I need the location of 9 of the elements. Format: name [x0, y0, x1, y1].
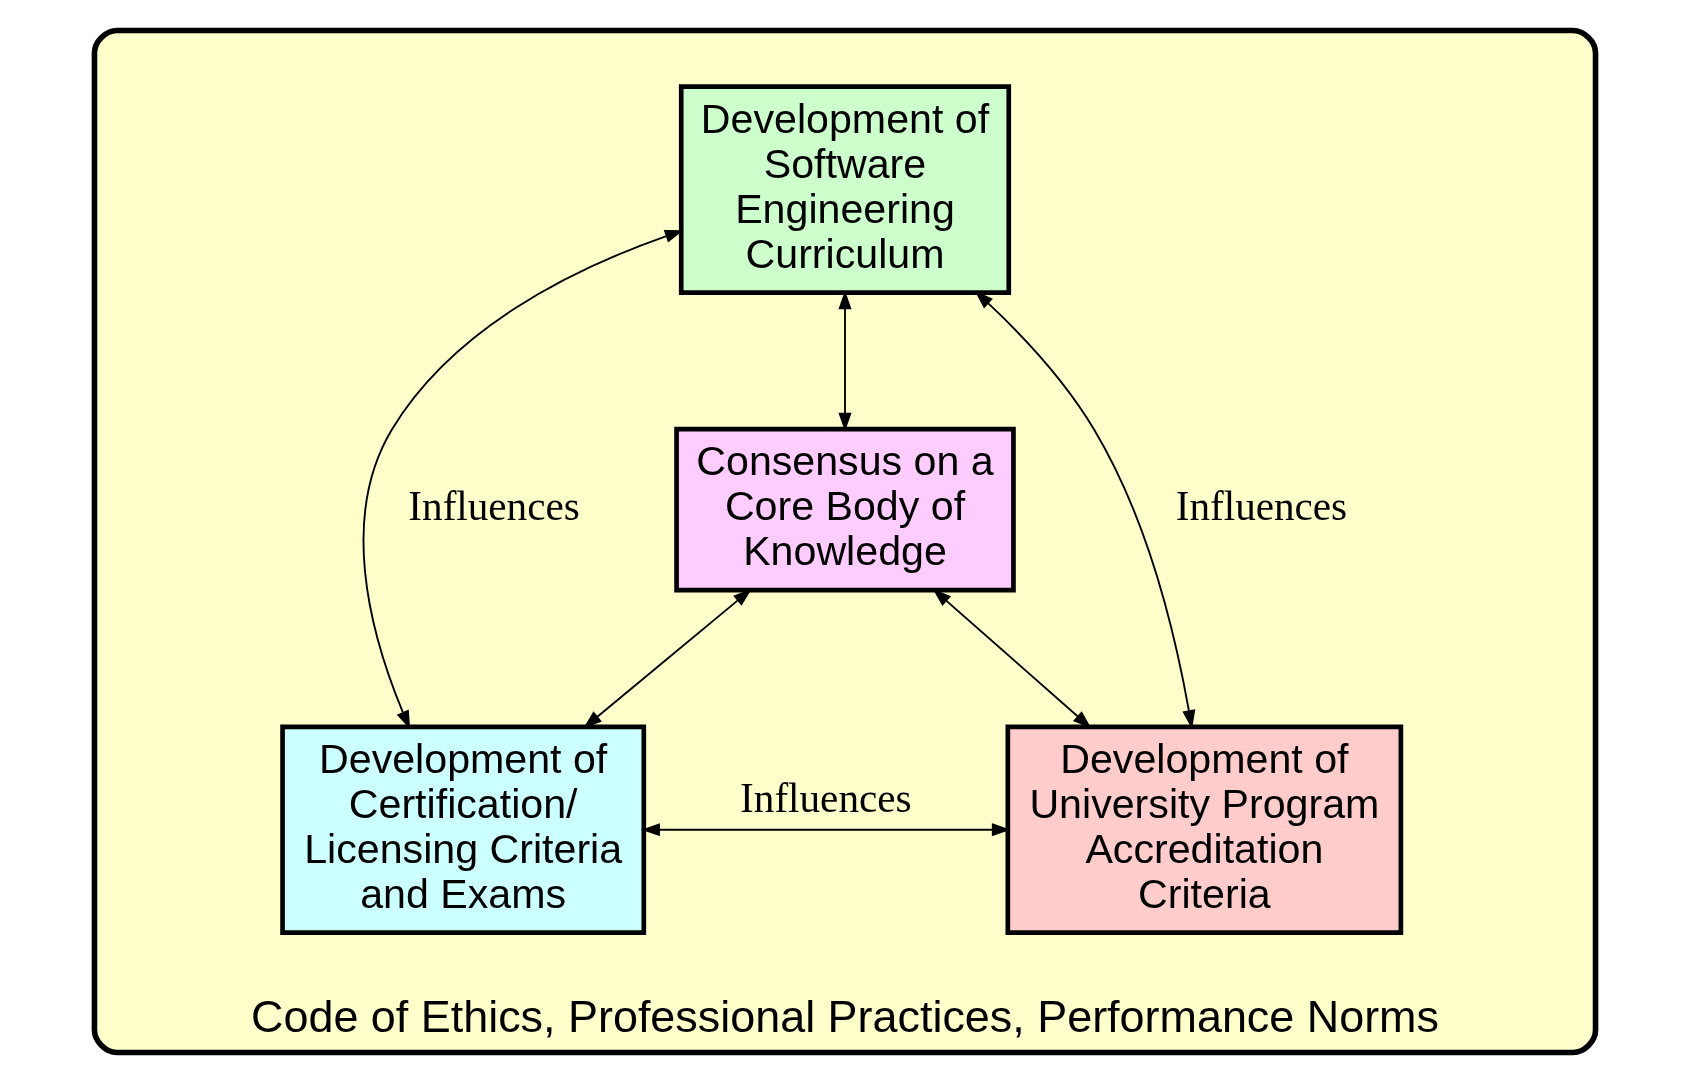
- node-box: Development of University Program Accreditation Criteria: [1005, 724, 1404, 935]
- edge-label: Influences: [740, 775, 912, 822]
- edge-label: Influences: [408, 483, 580, 530]
- edge-label: Influences: [1175, 483, 1348, 530]
- arrow: [641, 823, 1011, 837]
- node-box: Development of Software Engineering Curriculum: [678, 84, 1012, 295]
- node-box: Consensus on a Core Body of Knowledge: [674, 426, 1016, 593]
- node-box: Development of Certification/ Licensing Criteria and Exams: [280, 724, 647, 935]
- arrow: [362, 230, 684, 730]
